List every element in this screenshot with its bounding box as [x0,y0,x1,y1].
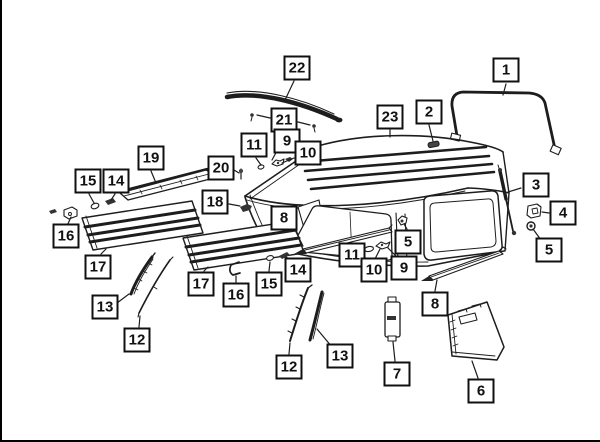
leader-line-20 [233,169,240,174]
callout-13[interactable]: 13 [326,343,354,369]
part-22-drawing [224,90,343,123]
leader-line-3 [507,187,522,193]
callout-23[interactable]: 23 [376,104,404,130]
leader-line-8 [434,279,438,292]
callout-2[interactable]: 2 [415,99,443,125]
part-6-panel-drawing [447,301,505,361]
part-14-bottom-drawing [279,252,290,259]
leader-line-4 [541,211,550,214]
callout-9[interactable]: 9 [390,255,418,281]
callout-18[interactable]: 18 [201,189,229,215]
callout-13[interactable]: 13 [91,294,119,320]
part-8-rail-b-drawing [421,246,507,281]
callout-3[interactable]: 3 [522,172,550,198]
part-18-drawing [240,204,252,212]
scan-edge-bottom [0,440,600,442]
leader-line-15 [268,261,271,272]
leader-line-12 [288,342,291,355]
callout-4[interactable]: 4 [549,200,577,226]
callout-22[interactable]: 22 [283,55,311,81]
leader-line-22 [284,80,295,101]
part-7-bracket-drawing [384,296,401,342]
callout-10[interactable]: 10 [294,140,322,166]
callout-10[interactable]: 10 [360,257,388,283]
part-4-bracket-drawing [526,203,542,219]
callout-14[interactable]: 14 [284,257,312,283]
leader-line-7 [392,341,396,362]
callout-16[interactable]: 16 [222,282,250,308]
callout-15[interactable]: 15 [74,168,102,194]
leader-line-13 [116,293,130,304]
callout-15[interactable]: 15 [255,271,283,297]
leader-line-21 [297,121,311,126]
callout-8[interactable]: 8 [270,205,298,231]
part-17-panel-a-drawing [81,200,204,251]
part-20-drawing [238,168,244,180]
part-21-drawing [250,113,316,133]
leader-line-18 [228,203,241,207]
part-12-left-drawing [137,256,174,318]
leader-line-15 [88,193,95,204]
leader-line-14 [110,193,116,201]
part-13-left-drawing [129,252,156,296]
callout-12[interactable]: 12 [275,354,303,380]
scan-edge-left [0,0,2,442]
callout-19[interactable]: 19 [137,145,165,171]
callout-17[interactable]: 17 [84,254,112,280]
callout-12[interactable]: 12 [123,327,151,353]
callout-16[interactable]: 16 [52,223,80,249]
part-5-right-drawing [526,221,536,231]
callout-5[interactable]: 5 [535,237,563,263]
callout-20[interactable]: 20 [207,155,235,181]
part-3-strut-drawing [497,164,517,236]
part-2-drawing [427,140,440,149]
part-13-right-drawing [308,290,325,342]
part-16-bottom-drawing [229,261,241,276]
callout-5[interactable]: 5 [394,229,422,255]
part-16-left-drawing [49,206,78,220]
leader-line-17 [203,266,209,272]
part-8-rail-a-drawing [294,224,393,254]
part-5-center-drawing [397,215,408,226]
callout-7[interactable]: 7 [383,361,411,387]
leader-line-19 [150,170,157,184]
callout-1[interactable]: 1 [492,57,520,83]
callout-17[interactable]: 17 [187,271,215,297]
callout-11[interactable]: 11 [240,132,268,158]
callout-8[interactable]: 8 [421,291,449,317]
part-15-bottom-drawing [266,255,274,261]
callout-6[interactable]: 6 [467,378,495,404]
part-14-left-drawing [105,198,116,205]
leader-line-6 [471,360,479,379]
leader-line-5 [403,223,408,230]
leader-line-21 [256,114,271,119]
leader-line-10 [281,157,295,164]
leader-line-1 [502,83,507,96]
leader-line-2 [428,124,434,142]
part-17-panel-b-drawing [182,220,305,271]
leader-line-11 [255,157,262,166]
leader-line-8 [294,229,304,247]
leader-line-10 [374,248,381,260]
leader-line-12 [138,315,141,328]
part-12-right-drawing [287,284,313,342]
callout-14[interactable]: 14 [102,168,130,194]
leader-line-17 [100,248,107,255]
